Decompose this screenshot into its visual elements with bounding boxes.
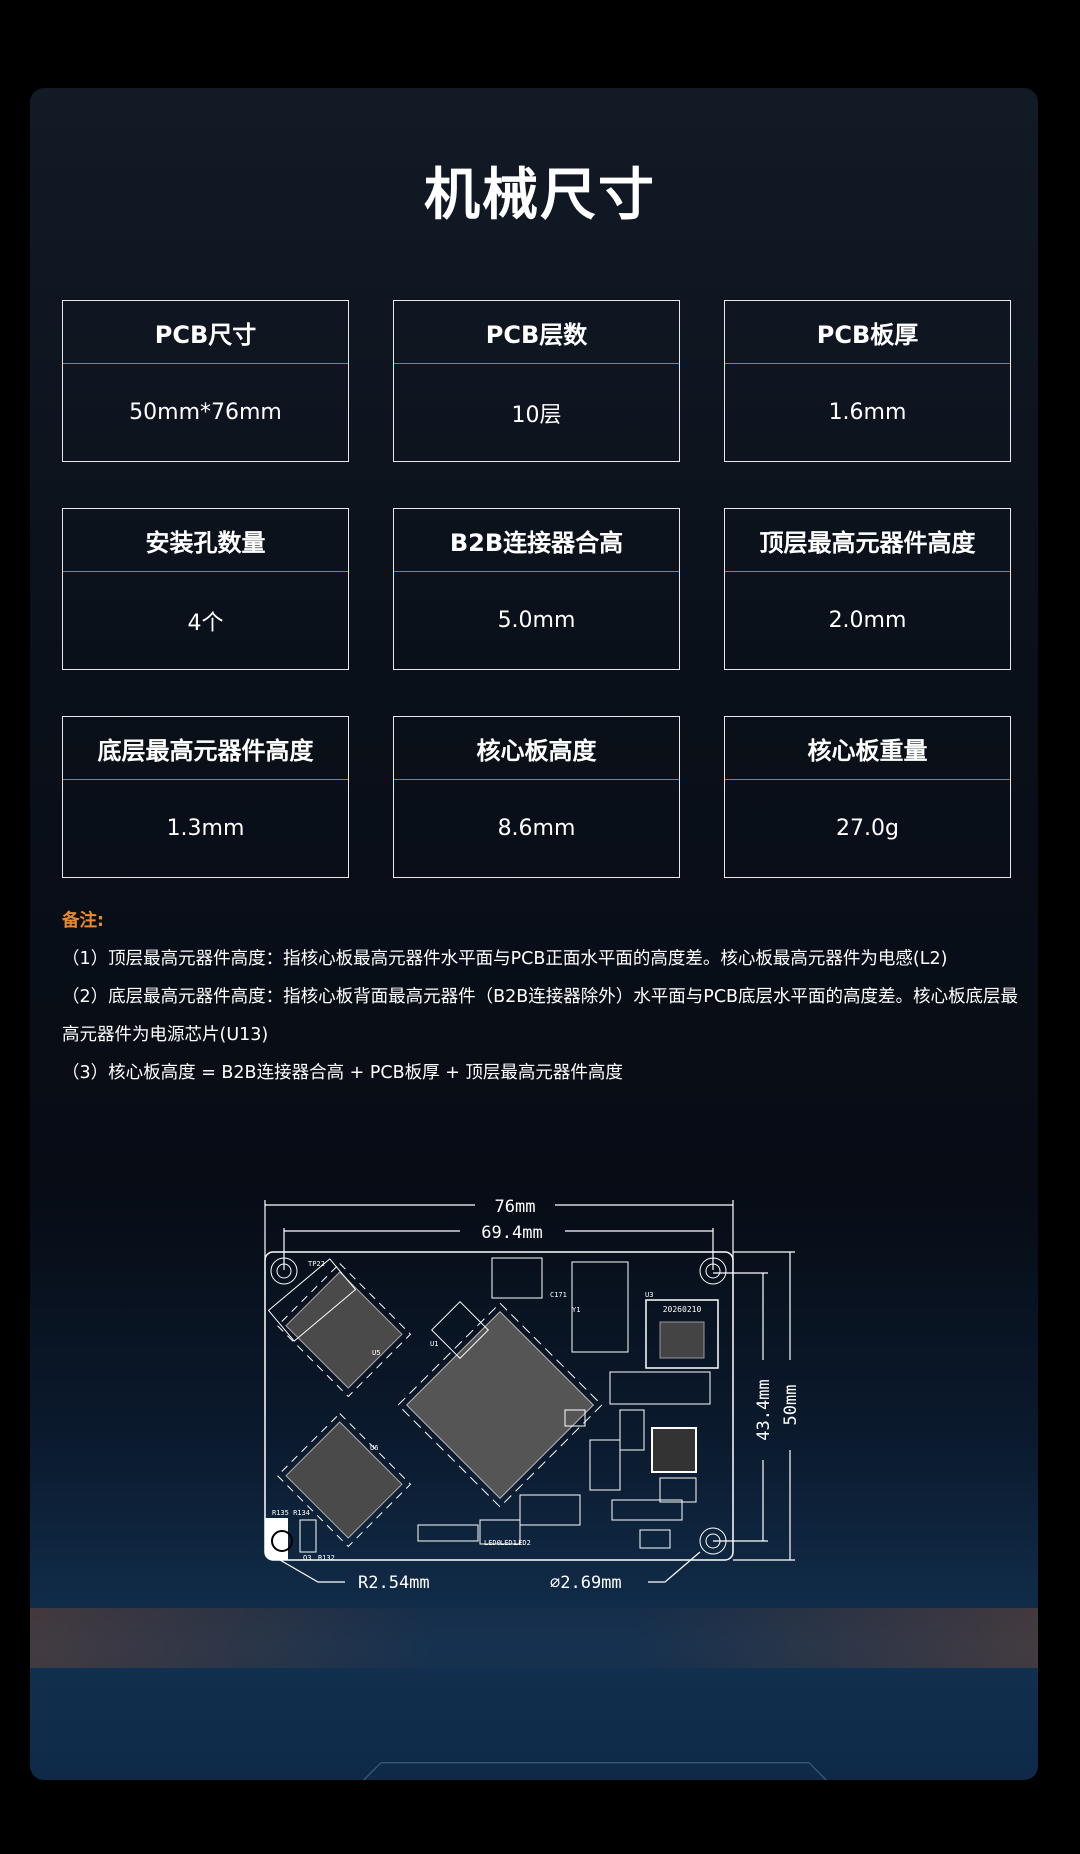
hole-span-label: 69.4mm bbox=[481, 1223, 542, 1243]
memory-chip-u6 bbox=[276, 1412, 412, 1548]
spec-value: 10层 bbox=[511, 402, 562, 428]
spec-value: 27.0g bbox=[836, 816, 899, 841]
ref-label: R132 bbox=[318, 1554, 335, 1562]
spec-card: 顶层最高元器件高度 2.0mm bbox=[724, 508, 1011, 670]
spec-label: 安装孔数量 bbox=[63, 509, 348, 572]
memory-chip-u5 bbox=[276, 1262, 412, 1398]
spec-value: 50mm*76mm bbox=[129, 400, 282, 425]
spec-label: 核心板重量 bbox=[725, 717, 1010, 780]
ref-label: U6 bbox=[370, 1444, 378, 1452]
passive-components bbox=[267, 1257, 711, 1553]
spec-value: 8.6mm bbox=[497, 816, 576, 841]
spec-label: 顶层最高元器件高度 bbox=[725, 509, 1010, 572]
mechanical-dimensions-panel bbox=[30, 88, 1038, 1780]
spec-card: 安装孔数量 4个 bbox=[62, 508, 349, 670]
page-title: 机械尺寸 bbox=[424, 163, 656, 228]
dimension-lines bbox=[264, 1200, 795, 1583]
notes: 备注: （1）顶层最高元器件高度：指核心板最高元器件水平面与PCB正面水平面的高… bbox=[62, 902, 1022, 1092]
ref-label: LED0 bbox=[484, 1539, 501, 1547]
spec-value: 4个 bbox=[187, 610, 224, 636]
spec-card: B2B连接器合高 5.0mm bbox=[393, 508, 680, 670]
spec-card: 核心板重量 27.0g bbox=[724, 716, 1011, 878]
spec-value: 2.0mm bbox=[828, 608, 907, 633]
spec-card: PCB层数 10层 bbox=[393, 300, 680, 462]
spec-label: PCB板厚 bbox=[725, 301, 1010, 364]
spec-card: PCB尺寸 50mm*76mm bbox=[62, 300, 349, 462]
spec-card: PCB板厚 1.6mm bbox=[724, 300, 1011, 462]
spec-value: 1.6mm bbox=[828, 400, 907, 425]
ref-label: Y1 bbox=[572, 1306, 580, 1314]
spec-value: 1.3mm bbox=[166, 816, 245, 841]
height-dimension-label: 50mm bbox=[781, 1385, 801, 1426]
note-item: （2）底层最高元器件高度：指核心板背面最高元器件（B2B连接器除外）水平面与PC… bbox=[62, 987, 1019, 1045]
spec-label: 核心板高度 bbox=[394, 717, 679, 780]
spec-label: B2B连接器合高 bbox=[394, 509, 679, 572]
ref-label: TP22 bbox=[308, 1260, 325, 1268]
pcb-board: 20260210 R135 R134 Q3 R132 TP22 U3 U1 U5… bbox=[264, 1251, 734, 1562]
spec-label: PCB层数 bbox=[394, 301, 679, 364]
notes-label: 备注: bbox=[62, 911, 104, 931]
soc-chip-u1 bbox=[397, 1302, 603, 1508]
emmc-chip-label: 20260210 bbox=[663, 1305, 702, 1314]
ref-label: R135 R134 bbox=[272, 1509, 310, 1517]
ref-label: U1 bbox=[430, 1340, 438, 1348]
ref-label: LED1 bbox=[500, 1539, 517, 1547]
ref-label: LED2 bbox=[514, 1539, 531, 1547]
pmic-chip bbox=[651, 1427, 697, 1473]
width-dimension-label: 76mm bbox=[495, 1197, 536, 1217]
ref-label: U3 bbox=[645, 1291, 653, 1299]
note-item: （1）顶层最高元器件高度：指核心板最高元器件水平面与PCB正面水平面的高度差。核… bbox=[62, 949, 948, 969]
spec-label: PCB尺寸 bbox=[63, 301, 348, 364]
hole-diameter-label: ∅2.69mm bbox=[550, 1573, 622, 1593]
hole-vertical-span-label: 43.4mm bbox=[754, 1379, 774, 1440]
spec-card: 底层最高元器件高度 1.3mm bbox=[62, 716, 349, 878]
ref-label: Q3 bbox=[303, 1554, 311, 1562]
spec-label: 底层最高元器件高度 bbox=[63, 717, 348, 780]
note-item: （3）核心板高度 = B2B连接器合高 + PCB板厚 + 顶层最高元器件高度 bbox=[62, 1063, 623, 1083]
background-glow bbox=[30, 1608, 1038, 1668]
spec-value: 5.0mm bbox=[497, 608, 576, 633]
ref-label: U5 bbox=[372, 1349, 380, 1357]
emmc-chip-u3: 20260210 bbox=[645, 1299, 719, 1369]
spec-card: 核心板高度 8.6mm bbox=[393, 716, 680, 878]
corner-radius-label: R2.54mm bbox=[358, 1573, 430, 1593]
ref-label: C171 bbox=[550, 1291, 567, 1299]
